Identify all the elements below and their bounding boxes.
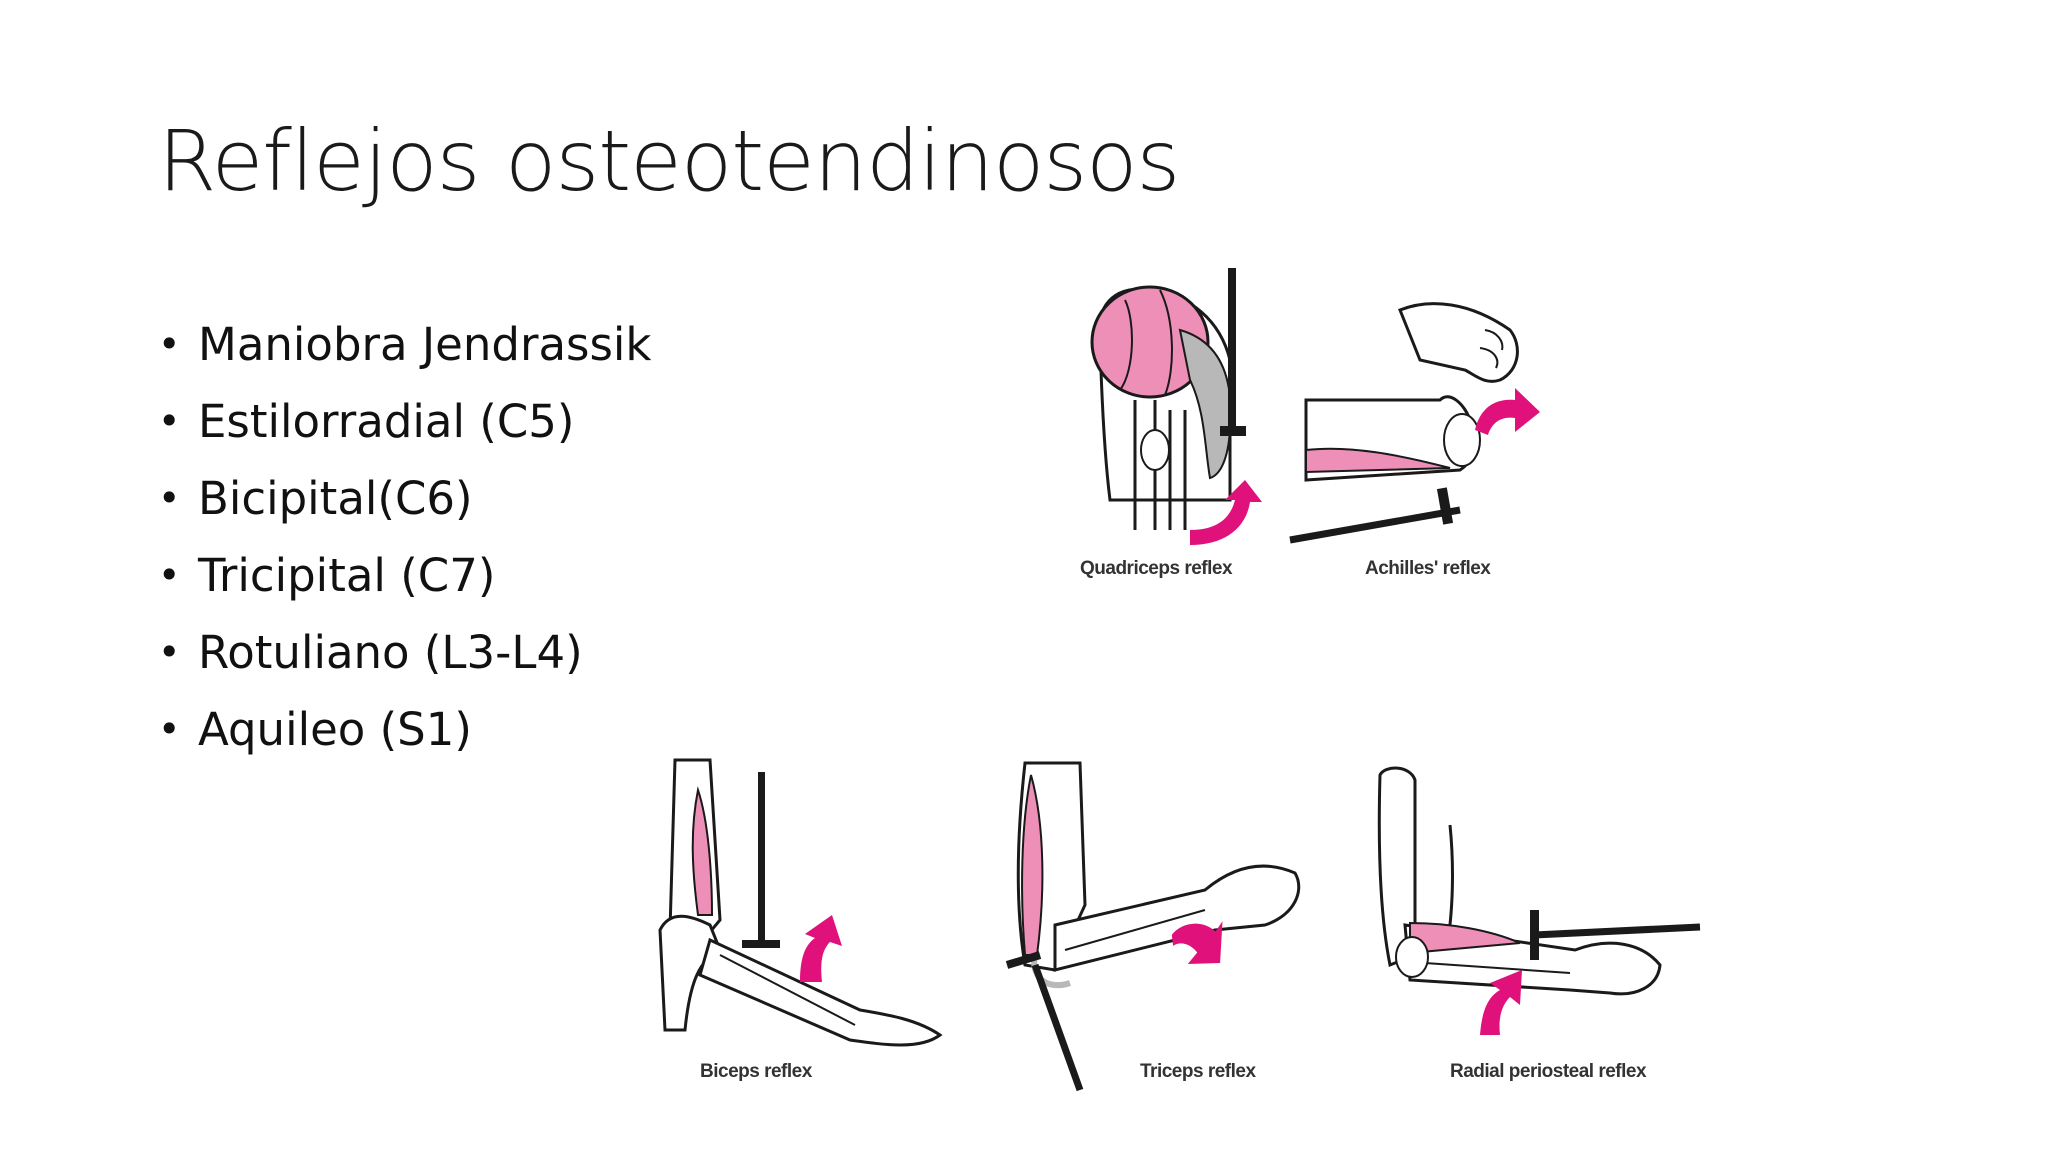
bullet-dot: • [158, 476, 181, 520]
triceps-reflex-illustration [1005, 761, 1301, 1092]
bullet-dot: • [158, 707, 181, 751]
bullet-text: Tricipital (C7) [198, 549, 496, 602]
triceps-caption: Triceps reflex [1140, 1061, 1256, 1082]
bullet-text: Rotuliano (L3-L4) [198, 626, 583, 679]
bullet-dot: • [158, 630, 181, 674]
bullet-text: Maniobra Jendrassik [198, 318, 652, 371]
radial-periosteal-caption: Radial periosteal reflex [1450, 1061, 1647, 1082]
biceps-reflex-illustration [658, 758, 943, 1047]
triceps-reflex-figure [995, 755, 1320, 1095]
bullet-item: • Bicipital(C6) [158, 460, 651, 537]
bullet-dot: • [158, 322, 181, 366]
biceps-reflex-figure [650, 750, 950, 1050]
bullet-dot: • [158, 553, 181, 597]
radial-periosteal-reflex-figure [1370, 765, 1720, 1045]
radial-periosteal-reflex-illustration [1377, 766, 1701, 1035]
bullet-item: • Maniobra Jendrassik [158, 306, 651, 383]
bullet-text: Estilorradial (C5) [198, 395, 575, 448]
achilles-reflex-illustration [1289, 302, 1540, 544]
bullet-text: Bicipital(C6) [198, 472, 473, 525]
bullet-item: • Estilorradial (C5) [158, 383, 651, 460]
quadriceps-reflex-illustration [1090, 268, 1262, 545]
bullet-item: • Tricipital (C7) [158, 537, 651, 614]
bullet-dot: • [158, 399, 181, 443]
bullet-text: Aquileo (S1) [198, 703, 472, 756]
achilles-reflex-figure [1289, 290, 1560, 544]
biceps-caption: Biceps reflex [700, 1061, 812, 1082]
achilles-caption: Achilles' reflex [1365, 558, 1491, 579]
bullet-item: • Aquileo (S1) [158, 691, 651, 768]
bullet-list: • Maniobra Jendrassik • Estilorradial (C5)… [158, 306, 651, 768]
slide-title: Reflejos osteotendinosos [158, 112, 1180, 210]
bullet-item: • Rotuliano (L3-L4) [158, 614, 651, 691]
quadriceps-reflex-figure [1040, 260, 1280, 550]
quadriceps-caption: Quadriceps reflex [1080, 558, 1233, 579]
